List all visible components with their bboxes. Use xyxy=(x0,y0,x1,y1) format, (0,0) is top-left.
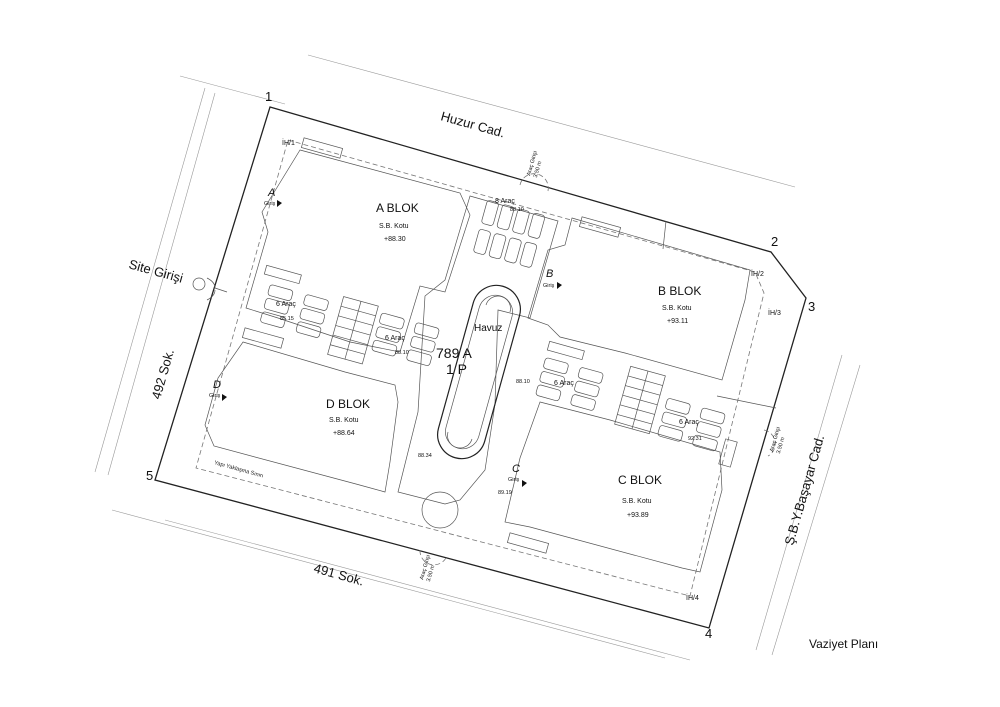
svg-text:88.10: 88.10 xyxy=(395,350,409,356)
svg-text:A: A xyxy=(267,187,275,199)
block-name: D BLOK xyxy=(326,397,370,411)
parking-label-c-west: 6 Araç 88.10 xyxy=(516,379,574,387)
svg-text:Giriş: Giriş xyxy=(508,477,520,483)
block-kotu-label: S.B. Kotu xyxy=(329,417,359,424)
street-south: 491 Sok. xyxy=(312,560,365,588)
corner-1: 1 xyxy=(265,89,272,104)
a-blok-footprint xyxy=(245,137,471,353)
corner-5: 5 xyxy=(146,468,153,483)
setback-line xyxy=(195,139,765,597)
parcel-boundary xyxy=(154,106,807,629)
svg-text:8 Araç: 8 Araç xyxy=(495,198,515,205)
entrance-d: D Giriş xyxy=(209,379,221,399)
ih-2: İH/2 xyxy=(751,269,764,278)
street-north: Huzur Cad. xyxy=(439,108,506,140)
svg-text:C: C xyxy=(512,463,520,475)
setback-label: Yapı Yaklaşma Sınırı xyxy=(213,460,264,479)
c-blok-label: C BLOK S.B. Kotu +93.89 xyxy=(618,473,662,519)
svg-text:88.10: 88.10 xyxy=(516,379,530,385)
svg-text:D: D xyxy=(213,379,221,391)
b-blok-footprint xyxy=(527,216,751,381)
ih-3: İH/3 xyxy=(768,308,781,317)
parking-label-top: 8 Araç 88.10 xyxy=(495,198,524,213)
vehicle-entry-north: Araç Girişi 3.50 m xyxy=(526,151,544,179)
pool-label: Havuz xyxy=(474,323,502,334)
svg-text:92.31: 92.31 xyxy=(688,436,702,442)
parking-d-east xyxy=(371,312,440,366)
street-west: 492 Sok. xyxy=(148,347,177,400)
svg-text:3.50 m: 3.50 m xyxy=(426,564,437,582)
plan-title: Vaziyet Planı xyxy=(809,637,878,651)
street-east: Ş.B.Y.Başayar Cad. xyxy=(781,433,827,547)
b-blok-label: B BLOK S.B. Kotu +93.11 xyxy=(658,284,701,325)
site-entrance-symbol[interactable] xyxy=(192,277,228,301)
svg-text:6 Araç: 6 Araç xyxy=(554,380,574,387)
parking-label-c-east: 6 Araç 92.31 xyxy=(679,419,702,442)
block-kotu-value: +93.11 xyxy=(667,318,688,325)
svg-text:Giriş: Giriş xyxy=(209,393,221,399)
entrance-a: A Giriş xyxy=(264,187,276,207)
parking-label-d-west: 6 Araç 85.15 xyxy=(276,301,296,322)
svg-text:6 Araç: 6 Araç xyxy=(679,419,699,426)
ih-4: İH/4 xyxy=(686,593,699,602)
block-name: B BLOK xyxy=(658,284,701,298)
level-pool-south: 88.34 xyxy=(418,453,432,459)
svg-text:Giriş: Giriş xyxy=(264,201,276,207)
entrance-b: B Giriş xyxy=(543,268,555,289)
svg-text:6 Araç: 6 Araç xyxy=(385,335,405,342)
d-blok-footprint xyxy=(204,327,399,493)
parking-c-west xyxy=(535,357,604,411)
d-blok-label: D BLOK S.B. Kotu +88.64 xyxy=(326,397,370,437)
block-kotu-value: +93.89 xyxy=(627,512,649,519)
block-kotu-label: S.B. Kotu xyxy=(379,223,409,230)
svg-text:3.50 m: 3.50 m xyxy=(776,436,787,454)
central-court xyxy=(397,195,559,505)
parcel-top: 789 A xyxy=(436,345,472,361)
svg-text:3.50 m: 3.50 m xyxy=(533,160,544,178)
parcel-bottom: 1 P xyxy=(446,361,467,377)
block-kotu-label: S.B. Kotu xyxy=(622,498,652,505)
svg-text:B: B xyxy=(546,268,553,280)
ih-1: İH/1 xyxy=(282,138,295,147)
block-kotu-value: +88.64 xyxy=(333,430,355,437)
vehicle-entry-east: Araç Girişi 3.50 m xyxy=(769,427,787,455)
svg-text:85.15: 85.15 xyxy=(280,316,294,322)
svg-text:88.10: 88.10 xyxy=(510,207,524,213)
c-blok-footprint xyxy=(504,401,723,573)
block-name: C BLOK xyxy=(618,473,662,487)
block-name: A BLOK xyxy=(376,201,419,215)
fountain xyxy=(421,491,459,529)
pool xyxy=(437,284,521,460)
corner-4: 4 xyxy=(705,626,712,641)
street-lines xyxy=(94,54,861,661)
block-kotu-value: +88.30 xyxy=(384,236,406,243)
site-entrance-label: Site Girişi xyxy=(127,256,185,285)
corner-3: 3 xyxy=(808,299,815,314)
parking-label-d-east: 6 Araç 88.10 xyxy=(385,335,409,356)
svg-text:Giriş: Giriş xyxy=(543,283,555,289)
parking-d-west xyxy=(260,284,329,338)
entrance-c: C Giriş xyxy=(508,463,520,483)
a-blok-label: A BLOK S.B. Kotu +88.30 xyxy=(376,201,419,243)
stair-right xyxy=(614,365,666,435)
svg-text:6 Araç: 6 Araç xyxy=(276,301,296,308)
stair-left xyxy=(327,296,379,365)
level-c-entry: 89.19 xyxy=(498,490,512,496)
block-kotu-label: S.B. Kotu xyxy=(662,305,692,312)
parking-top xyxy=(473,200,546,268)
parking-c-east xyxy=(657,398,726,452)
corner-2: 2 xyxy=(771,234,778,249)
entrance-arrows xyxy=(222,200,562,487)
